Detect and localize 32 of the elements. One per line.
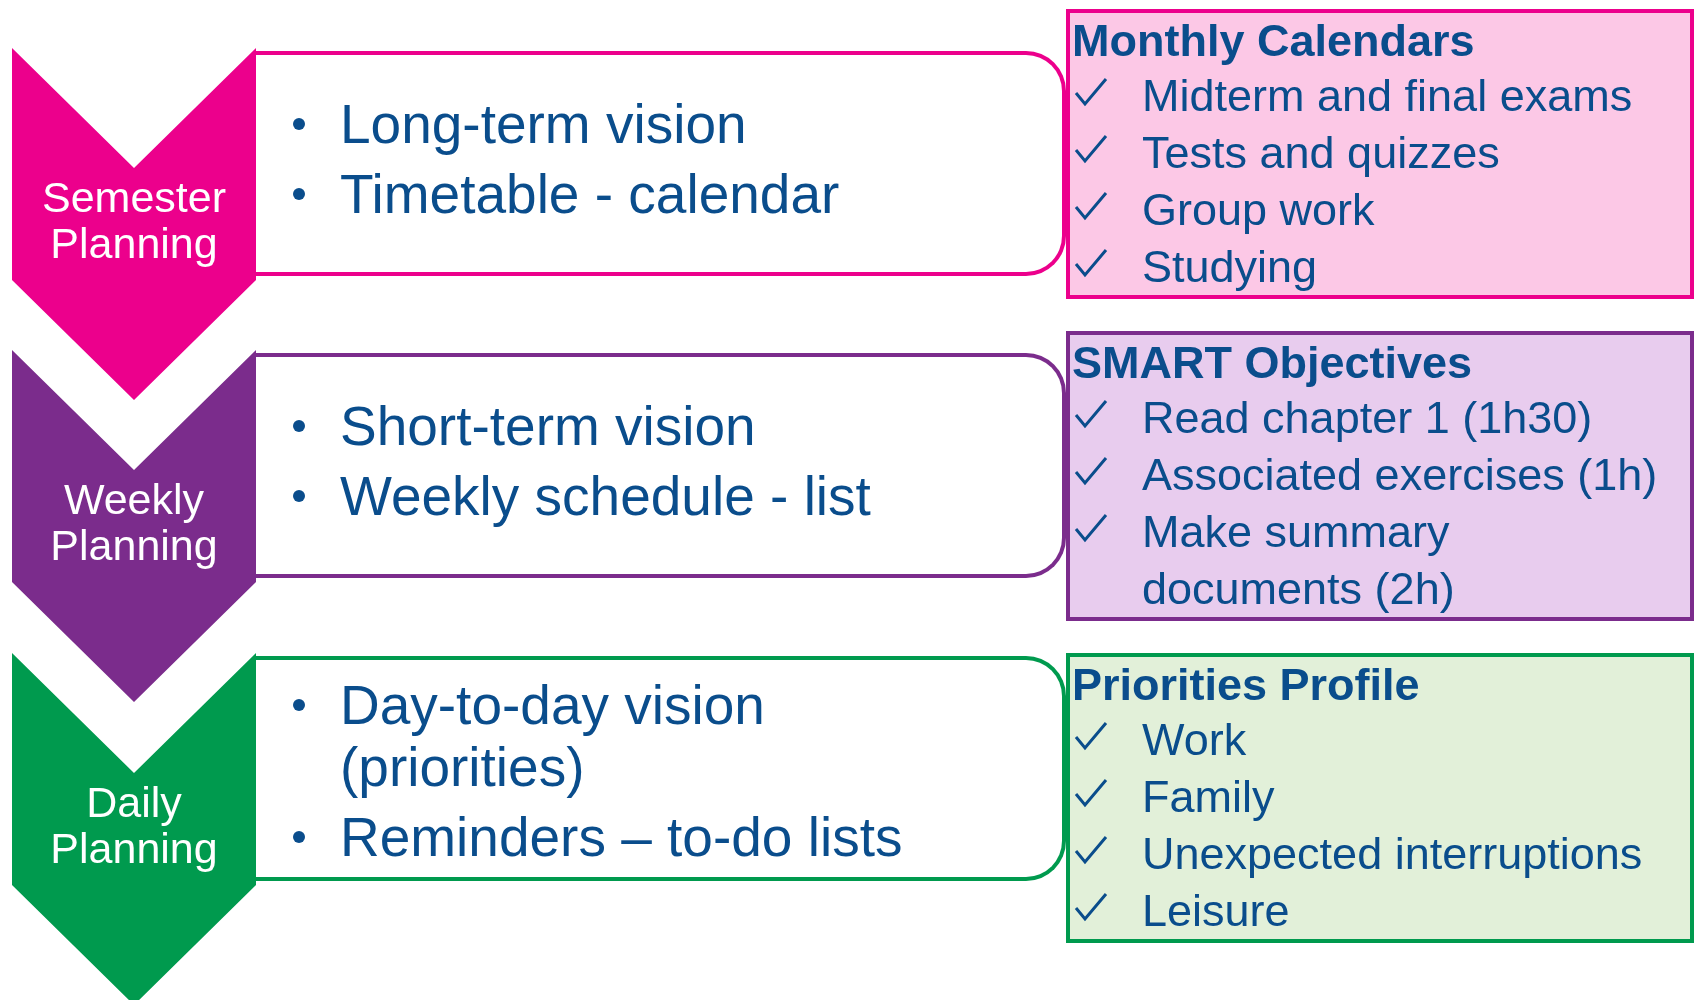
stage-banner	[12, 653, 256, 1000]
bullet-item: Long-term vision	[286, 93, 980, 155]
checklist-item: Midterm and final exams	[1142, 70, 1633, 121]
checklist-item: Read chapter 1 (1h30)	[1142, 392, 1593, 443]
checklist-box	[1066, 331, 1694, 621]
bullet-item: Weekly schedule - list	[286, 465, 980, 527]
bullet-item: Day-to-day vision (priorities)	[286, 674, 980, 798]
checklist-box	[1066, 9, 1694, 299]
checklist-box	[1066, 653, 1694, 943]
checklist-item: Studying	[1142, 241, 1318, 292]
stage-label: Weekly Planning	[49, 476, 219, 568]
checklist-item: Make summary documents (2h)	[1142, 506, 1455, 614]
checklist-item: Leisure	[1142, 885, 1290, 936]
checklist-item: Group work	[1142, 184, 1375, 235]
checklist-item: Family	[1142, 771, 1275, 822]
checklist-item: Associated exercises (1h)	[1142, 449, 1658, 500]
checklist-item: Unexpected interruptions	[1142, 828, 1643, 879]
box-heading: Monthly Calendars	[1072, 15, 1476, 67]
checklist-item: Tests and quizzes	[1142, 127, 1500, 178]
text-panel	[256, 51, 1066, 276]
stage-label: Semester Planning	[41, 174, 227, 266]
text-panel	[256, 656, 1066, 881]
box-heading: SMART Objectives	[1072, 337, 1474, 389]
bullet-item: Reminders – to-do lists	[286, 806, 980, 868]
bullet-item: Timetable - calendar	[286, 163, 980, 225]
text-panel	[256, 353, 1066, 578]
stage-banner	[12, 350, 256, 702]
stage-banner	[12, 48, 256, 400]
stage-label: Daily Planning	[49, 779, 219, 871]
bullet-item: Short-term vision	[286, 395, 980, 457]
checklist-item: Work	[1142, 714, 1247, 765]
box-heading: Priorities Profile	[1072, 659, 1421, 711]
